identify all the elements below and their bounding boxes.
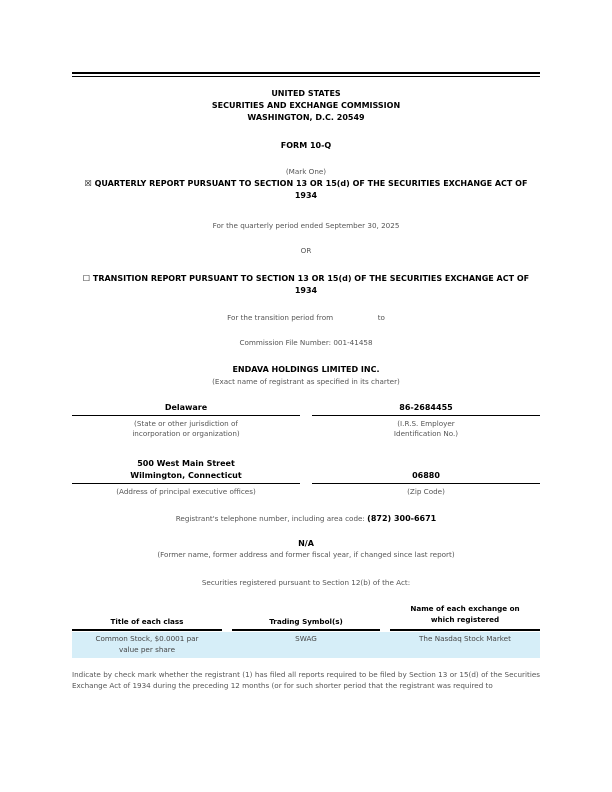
transition-period-to: to	[377, 313, 385, 322]
former-name-value: N/A	[298, 539, 314, 548]
table-header-rule-2	[232, 629, 380, 631]
state-value: Delaware	[164, 403, 208, 412]
telephone-line: Registrant's telephone number, including…	[72, 514, 540, 524]
quarterly-report-heading: ☒ QUARTERLY REPORT PURSUANT TO SECTION 1…	[72, 179, 540, 189]
securities-row-highlight	[72, 632, 540, 658]
transition-period-from: For the transition period from	[227, 313, 334, 322]
ein-underline	[312, 415, 540, 416]
quarterly-report-year: 1934	[294, 191, 318, 200]
transition-report-heading: ☐ TRANSITION REPORT PURSUANT TO SECTION …	[72, 274, 540, 284]
row-trading-symbol: SWAG	[295, 634, 317, 643]
address-caption: (Address of principal executive offices)	[116, 487, 256, 496]
header-trading-symbol: Trading Symbol(s)	[269, 617, 343, 626]
top-rule-thin	[72, 76, 540, 77]
zip-caption: (Zip Code)	[407, 487, 445, 496]
check-mark-paragraph: Indicate by check mark whether the regis…	[72, 670, 540, 690]
quarterly-period: For the quarterly period ended September…	[212, 221, 400, 230]
registrant-name: ENDAVA HOLDINGS LIMITED INC.	[232, 365, 380, 374]
former-name-caption: (Former name, former address and former …	[157, 550, 455, 559]
zip-underline	[312, 483, 540, 484]
ein-caption-2: Identification No.)	[393, 429, 459, 438]
agency-line-2: SECURITIES AND EXCHANGE COMMISSION	[211, 101, 401, 110]
address-line-1: 500 West Main Street	[137, 459, 235, 468]
quarterly-checkbox-icon: ☒	[84, 179, 92, 188]
header-exchange-2: which registered	[430, 615, 500, 624]
mark-one: (Mark One)	[285, 167, 327, 176]
telephone-label: Registrant's telephone number, including…	[175, 514, 365, 523]
agency-line-1: UNITED STATES	[271, 89, 341, 98]
header-exchange-1: Name of each exchange on	[410, 604, 520, 613]
table-header-rule-3	[390, 629, 540, 631]
or-separator: OR	[300, 246, 312, 255]
row-title-of-class-2: value per share	[118, 645, 176, 654]
state-underline	[72, 415, 300, 416]
ein-caption-1: (I.R.S. Employer	[397, 419, 455, 428]
state-caption-1: (State or other jurisdiction of	[134, 419, 238, 428]
ein-value: 86-2684455	[399, 403, 453, 412]
state-caption-2: incorporation or organization)	[132, 429, 240, 438]
transition-report-label: TRANSITION REPORT PURSUANT TO SECTION 13…	[92, 274, 530, 283]
transition-checkbox-icon: ☐	[82, 274, 91, 283]
telephone-number: (872) 300-6671	[367, 514, 437, 523]
form-type: FORM 10-Q	[280, 141, 332, 150]
securities-intro: Securities registered pursuant to Sectio…	[201, 578, 411, 587]
transition-period: For the transition period from to	[72, 313, 540, 323]
commission-file-number: Commission File Number: 001-41458	[239, 338, 373, 347]
top-rule-thick	[72, 72, 540, 74]
table-header-rule-1	[72, 629, 222, 631]
quarterly-report-label: QUARTERLY REPORT PURSUANT TO SECTION 13 …	[94, 179, 528, 188]
address-underline	[72, 483, 300, 484]
address-line-2: Wilmington, Connecticut	[130, 471, 242, 480]
row-title-of-class-1: Common Stock, $0.0001 par	[95, 634, 199, 643]
zip-value: 06880	[412, 471, 440, 480]
transition-report-year: 1934	[294, 286, 318, 295]
agency-line-3: WASHINGTON, D.C. 20549	[247, 113, 365, 122]
row-exchange: The Nasdaq Stock Market	[419, 634, 511, 643]
registrant-name-caption: (Exact name of registrant as specified i…	[212, 377, 400, 386]
header-title-of-class: Title of each class	[110, 617, 184, 626]
